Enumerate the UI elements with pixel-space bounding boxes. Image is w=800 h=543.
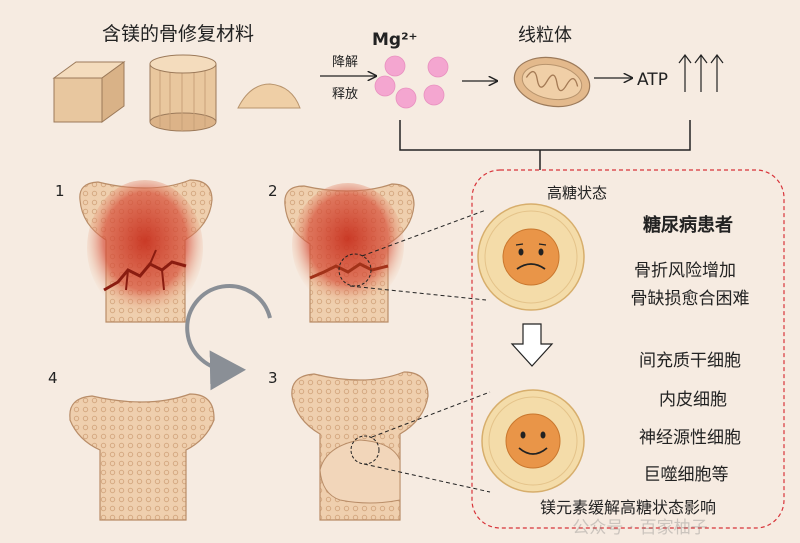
zoom-line-bottom-1 bbox=[349, 285, 487, 301]
atp-label: ATP bbox=[637, 70, 668, 90]
cell-type-1: 间充质干细胞 bbox=[639, 351, 741, 371]
zoom-line-bottom-2 bbox=[363, 463, 491, 493]
cell-type-2: 内皮细胞 bbox=[659, 390, 727, 410]
degrade-label: 降解 bbox=[332, 55, 358, 70]
down-arrow-icon bbox=[510, 323, 554, 367]
risk-line-2: 骨缺损愈合困难 bbox=[631, 289, 750, 309]
cube-material-icon bbox=[52, 61, 126, 123]
panel-number-2: 2 bbox=[268, 182, 278, 200]
increase-arrows-icon bbox=[678, 54, 724, 92]
mitochondria-label: 线粒体 bbox=[518, 25, 572, 46]
zoom-line-top-1 bbox=[361, 209, 487, 257]
material-title: 含镁的骨修复材料 bbox=[102, 23, 254, 45]
panel-number-4: 4 bbox=[48, 369, 58, 387]
diabetes-context-box bbox=[471, 169, 785, 529]
bone-healing-inflamed bbox=[284, 183, 415, 323]
high-glucose-label: 高糖状态 bbox=[547, 184, 607, 202]
cell-type-3: 神经源性细胞 bbox=[639, 428, 741, 448]
zoom-line-top-2 bbox=[371, 391, 491, 438]
cylinder-material-icon bbox=[149, 54, 217, 132]
patient-title: 糖尿病患者 bbox=[643, 214, 733, 236]
panel-number-3: 3 bbox=[268, 369, 278, 387]
box-caption: 镁元素缓解高糖状态影响 bbox=[540, 498, 716, 517]
sad-cell-icon bbox=[477, 203, 585, 311]
watermark: 公众号 · 百家柚子 bbox=[572, 518, 707, 538]
cycle-arrow-icon bbox=[185, 284, 272, 391]
merge-brace bbox=[399, 120, 691, 170]
zoom-circle-inflamed bbox=[338, 253, 372, 287]
risk-line-1: 骨折风险增加 bbox=[634, 261, 736, 281]
bone-healed bbox=[69, 393, 215, 521]
mg-ion-label: Mg²⁺ bbox=[372, 30, 418, 50]
bone-repairing bbox=[291, 371, 429, 521]
mitochondria-icon bbox=[513, 56, 591, 108]
bone-fractured bbox=[79, 179, 213, 323]
happy-cell-icon bbox=[481, 389, 585, 493]
release-label: 释放 bbox=[332, 87, 358, 102]
panel-number-1: 1 bbox=[55, 182, 65, 200]
powder-material-icon bbox=[237, 83, 301, 109]
mg-ion-cluster bbox=[374, 55, 449, 109]
cell-type-4: 巨噬细胞等 bbox=[644, 465, 729, 485]
